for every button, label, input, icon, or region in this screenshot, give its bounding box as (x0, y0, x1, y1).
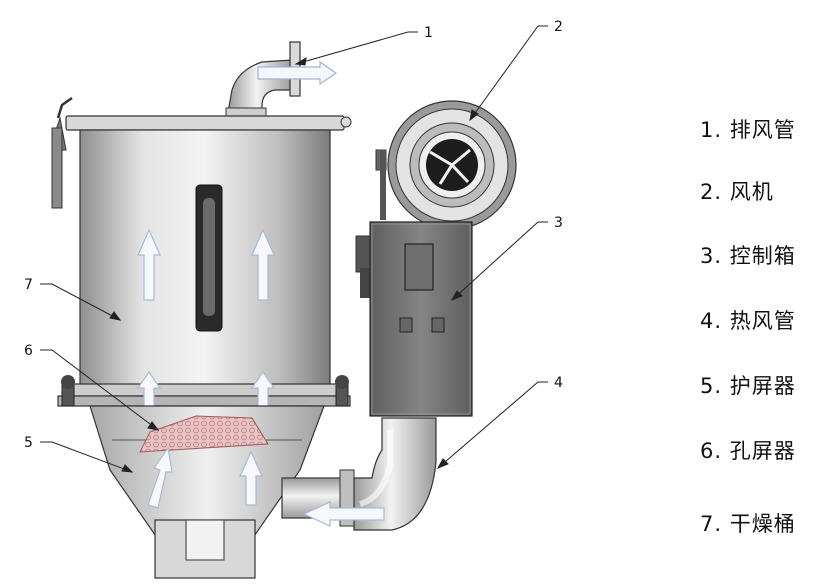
control-box (355, 221, 473, 417)
hot-air-airflow-arrow (302, 501, 385, 527)
legend-item-drying-hopper: 7. 干燥桶 (700, 512, 796, 536)
cone-airflow-arrows (147, 446, 263, 509)
legend-item-exhaust-pipe: 1. 排风管 (700, 118, 796, 142)
exhaust-airflow-arrow (257, 60, 338, 86)
callout-number-2: 2 (554, 19, 563, 35)
leader-lines (40, 25, 548, 473)
callout-number-7: 7 (24, 277, 33, 293)
legend-item-control-box: 3. 控制箱 (700, 244, 796, 268)
legend-item-guard-screen: 5. 护屏器 (700, 374, 796, 398)
legend-item-blower: 2. 风机 (700, 180, 774, 204)
callout-number-4: 4 (554, 375, 563, 391)
legend-item-perforated-screen: 6. 孔屏器 (700, 439, 796, 463)
callout-number-6: 6 (24, 343, 33, 359)
callout-number-5: 5 (24, 435, 33, 451)
blower (375, 100, 517, 230)
perforated-screen (139, 415, 269, 453)
callout-numbers: 1 2 3 4 5 6 7 (24, 19, 563, 451)
callout-number-1: 1 (424, 25, 433, 41)
legend-item-hot-air-pipe: 4. 热风管 (700, 309, 796, 333)
callout-number-3: 3 (554, 215, 563, 231)
drying-hopper (51, 96, 352, 407)
